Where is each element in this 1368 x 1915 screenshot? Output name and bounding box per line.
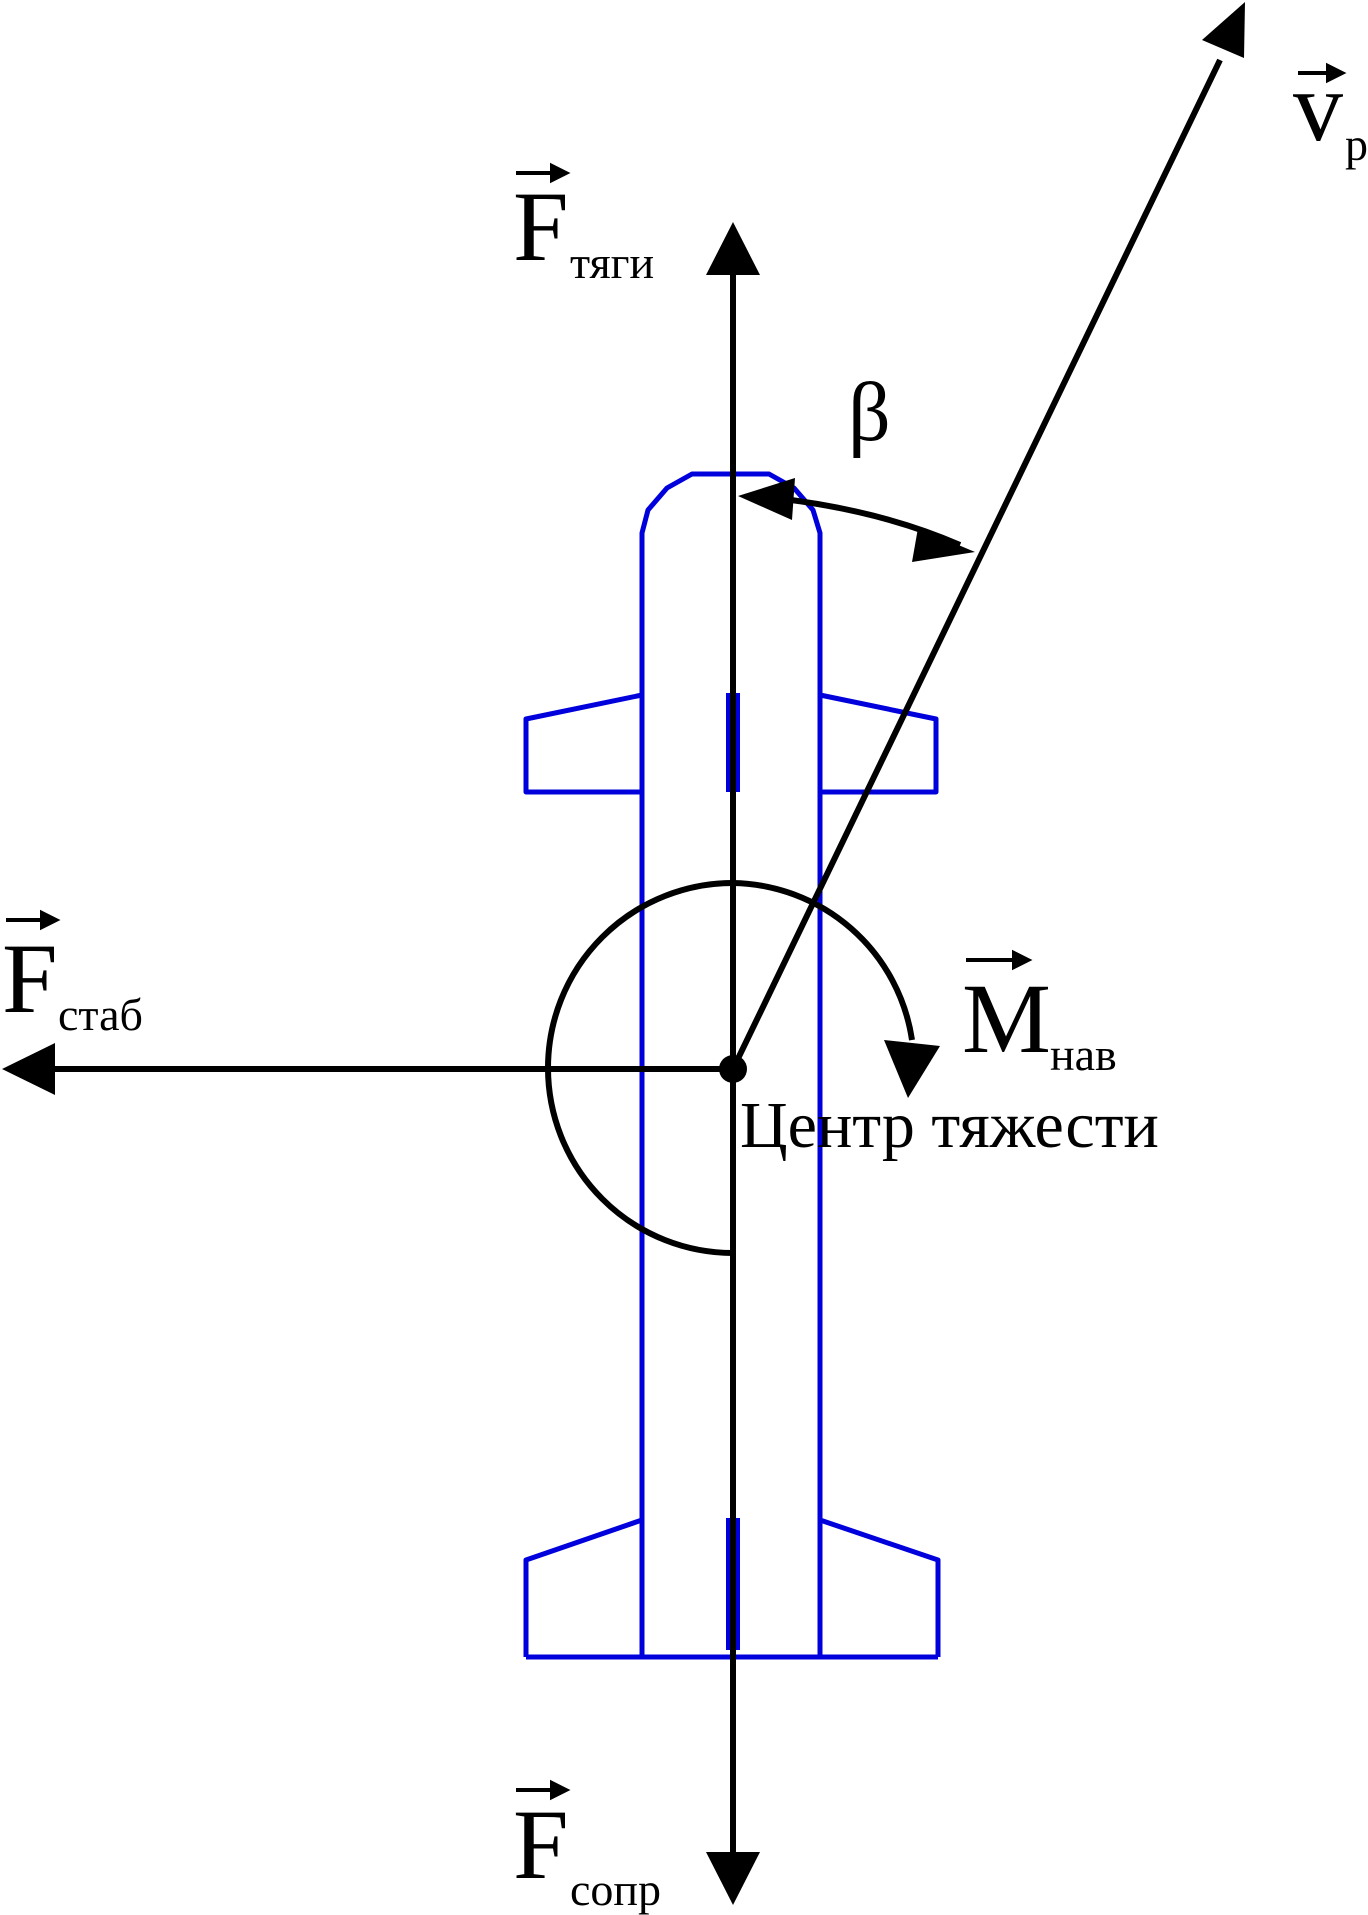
upper-left-fin (523, 692, 643, 795)
velocity-vector-line (730, 58, 1223, 1071)
beta-angle-label: β (848, 366, 891, 459)
lower-left-fin (523, 1517, 643, 1657)
stabilizing-force-subscript: стаб (58, 989, 143, 1040)
drag-force-label: F (513, 1789, 569, 1900)
moment-arrowhead (884, 1040, 940, 1098)
moment-arc-right (732, 880, 915, 1041)
center-of-gravity-dot (719, 1055, 747, 1083)
velocity-arrowhead (1202, 2, 1245, 58)
drag-force-subscript: сопр (570, 1864, 661, 1915)
stabilizing-force-label: F (2, 923, 58, 1034)
stabilizing-arrowhead (2, 1043, 55, 1095)
moment-label: M (962, 963, 1051, 1074)
thrust-force-label: F (513, 171, 569, 282)
lower-right-fin (819, 1517, 941, 1657)
moment-arc (545, 880, 734, 1256)
center-of-gravity-label: Центр тяжести (740, 1089, 1159, 1162)
beta-angle-arc (774, 495, 962, 548)
beta-arrowhead-left (738, 478, 795, 520)
force-vectors (55, 58, 1223, 1855)
moment-subscript: нав (1050, 1029, 1117, 1080)
thrust-force-subscript: тяги (570, 237, 654, 288)
upper-right-fin (819, 692, 939, 795)
vector-overbars (6, 62, 1347, 1801)
velocity-subscript: р (1345, 119, 1368, 170)
beta-arrowhead-right (912, 528, 975, 562)
velocity-label: v (1293, 51, 1343, 162)
drag-arrowhead (706, 1852, 760, 1905)
thrust-arrowhead (706, 222, 760, 275)
